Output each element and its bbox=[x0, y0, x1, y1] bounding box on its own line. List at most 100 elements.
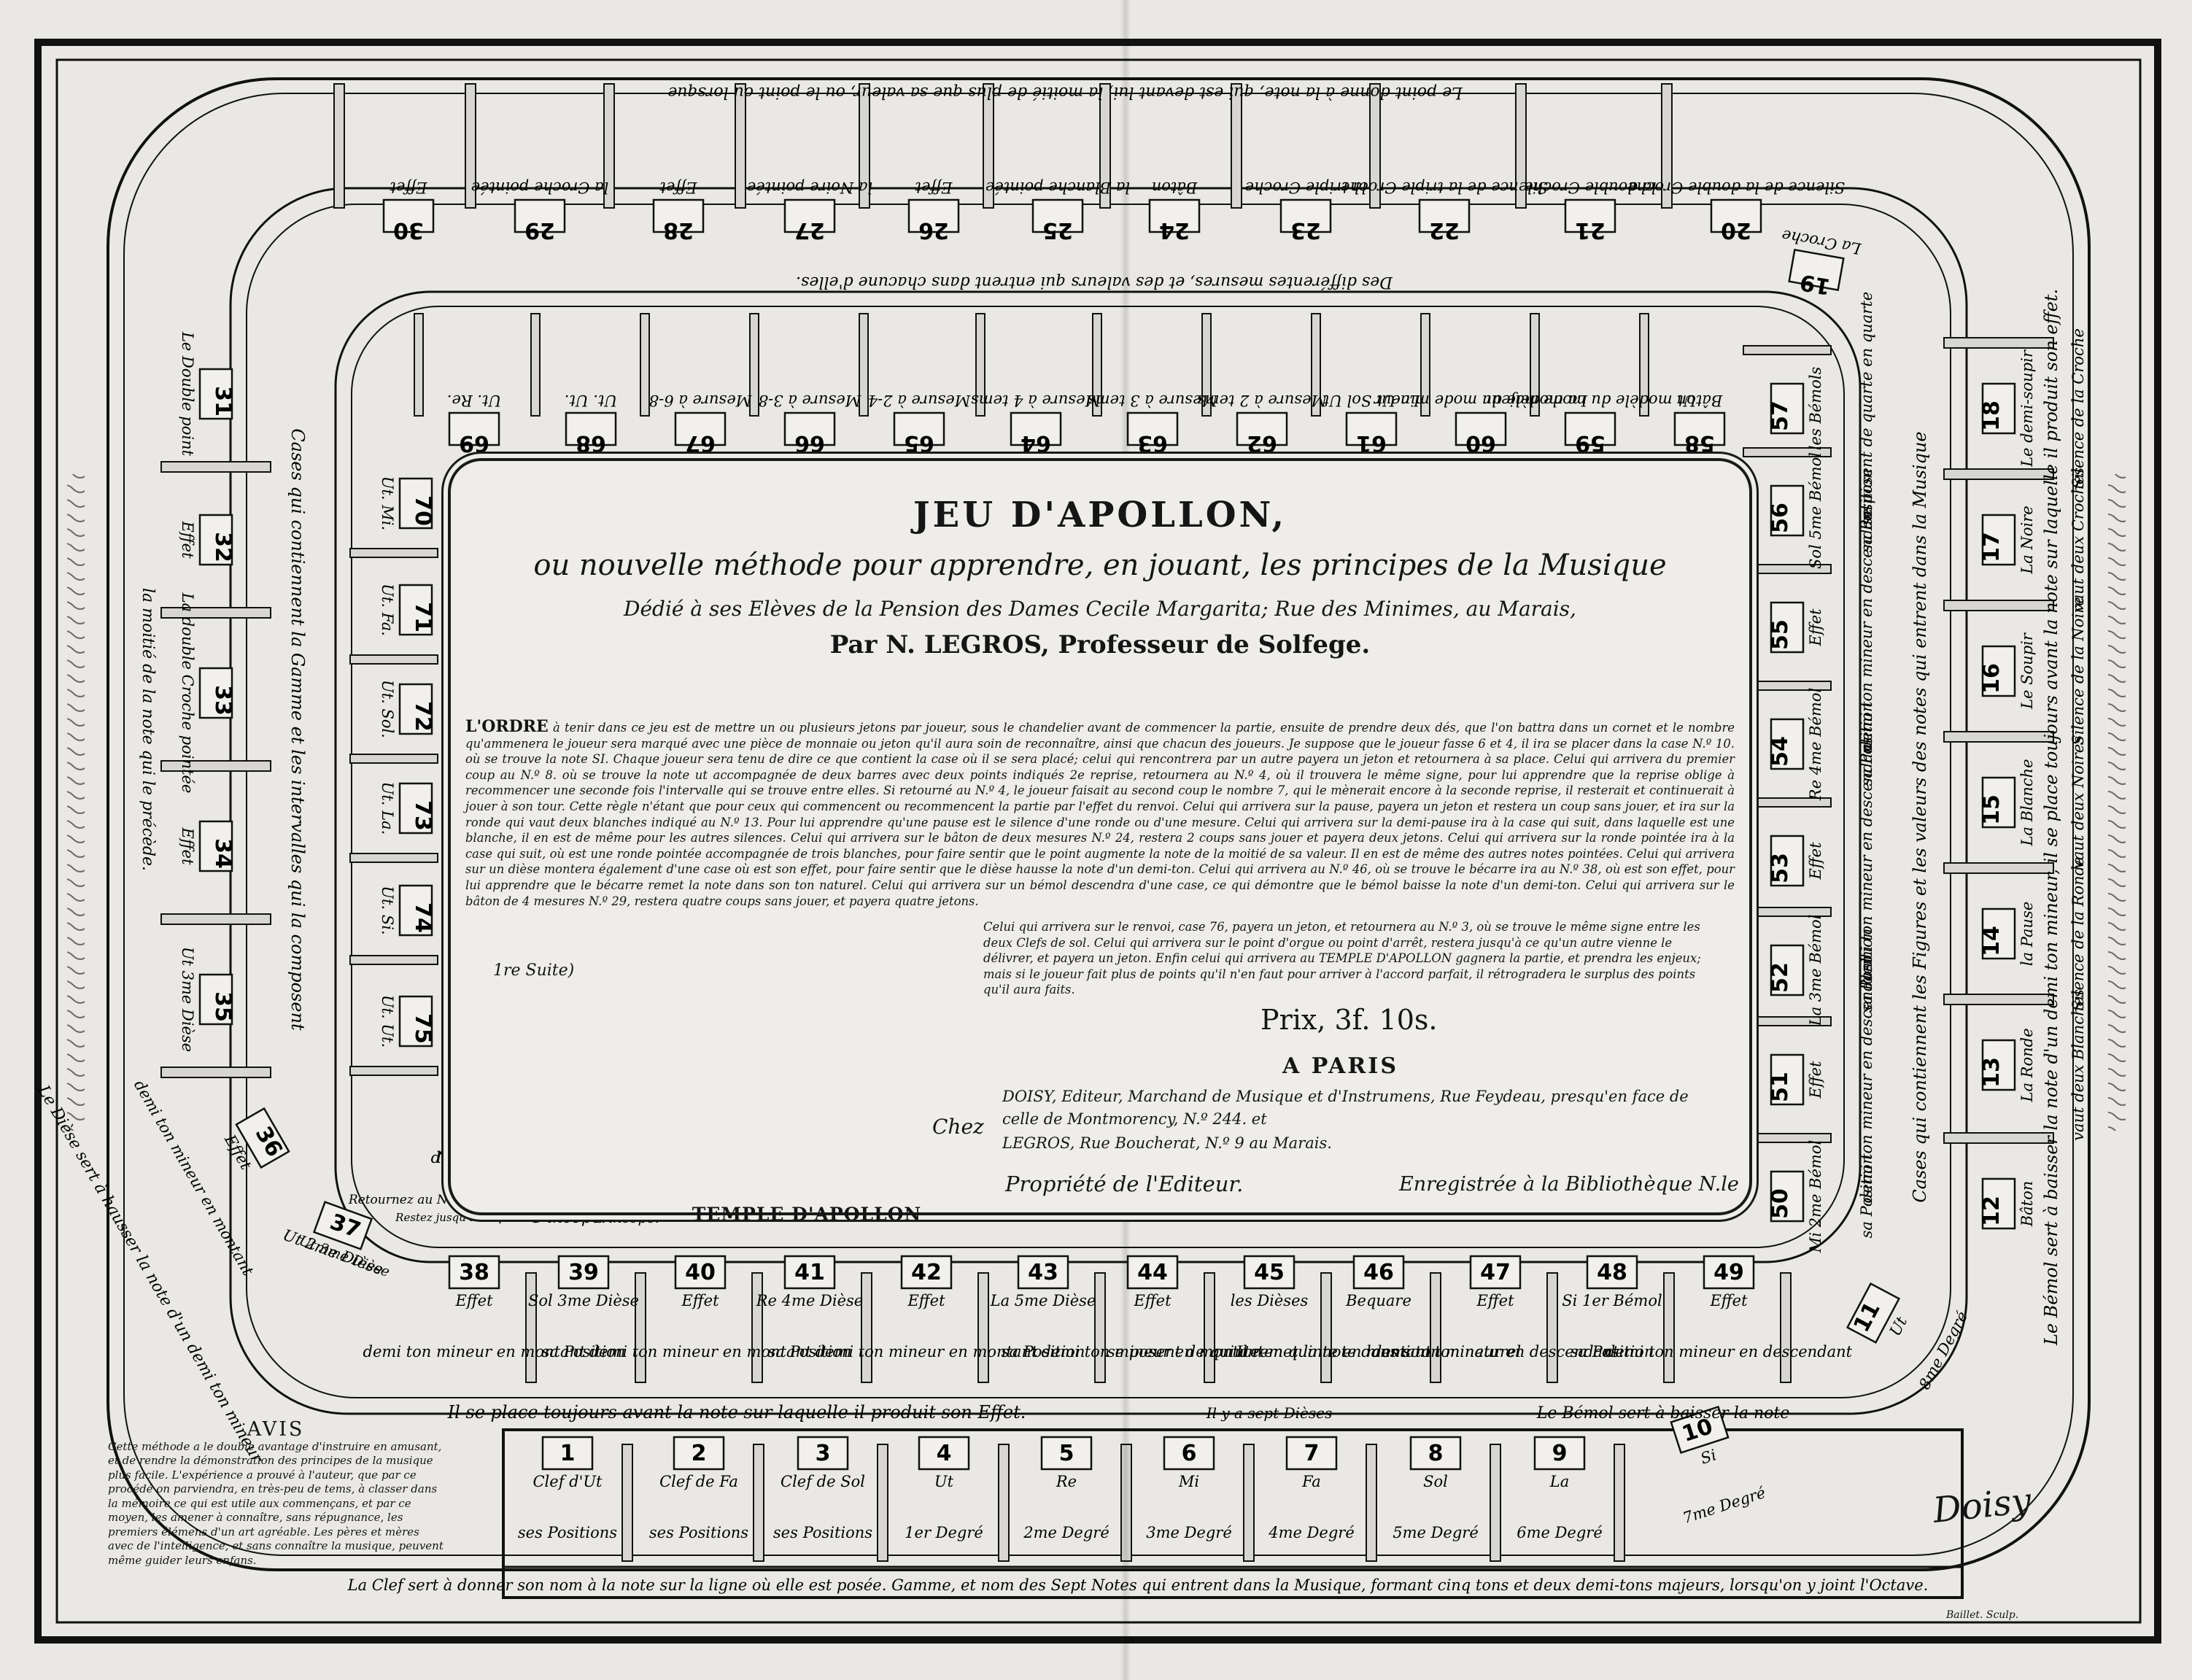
cell-number-box bbox=[1352, 1255, 1405, 1290]
cell-number: 59 bbox=[1575, 430, 1606, 456]
cell-sublabel: sa Position bbox=[1571, 1343, 1654, 1360]
cell-number: 29 bbox=[524, 217, 555, 243]
cell-number: 63 bbox=[1137, 430, 1168, 456]
cell-number-box bbox=[514, 198, 566, 233]
cell-number: 15 bbox=[1979, 794, 2005, 825]
cell-sublabel: Silence de la Noire bbox=[2069, 597, 2087, 745]
cell-number: 54 bbox=[1767, 736, 1793, 767]
cell-sublabel: se posent de quinte en quinte en montant bbox=[1107, 1343, 1432, 1360]
cell-number: 72 bbox=[410, 701, 435, 732]
cell-label: Effet bbox=[1476, 1292, 1514, 1309]
cell-number: 17 bbox=[1979, 532, 2005, 562]
cell-number: 39 bbox=[568, 1260, 599, 1285]
cell-sublabel: ses Positions bbox=[773, 1524, 872, 1541]
cell-number: 74 bbox=[410, 902, 435, 933]
cell-sublabel: sa Position bbox=[768, 1343, 852, 1360]
cell-sublabel: Silence de la Croche bbox=[2069, 328, 2087, 489]
cell-label: Ut. Ut. bbox=[379, 995, 396, 1048]
cell-sublabel: ses Positions bbox=[518, 1524, 617, 1541]
cell-number-box bbox=[1770, 718, 1805, 770]
cell-number-box bbox=[1770, 944, 1805, 996]
cell-number: 34 bbox=[210, 838, 236, 869]
cell-label: Mi bbox=[1178, 1473, 1199, 1490]
cell-sublabel: 6me Degré bbox=[1517, 1524, 1603, 1541]
cell-number: 47 bbox=[1480, 1260, 1511, 1285]
cell-number: 19 bbox=[1798, 268, 1832, 299]
corner-k76: Retournez au N.º 3 bbox=[348, 1193, 468, 1207]
cell-label: Mesure à 6-8 bbox=[649, 392, 752, 409]
cell-label: Bâton bbox=[1152, 179, 1198, 196]
cell-label: Ut. Sol. bbox=[379, 680, 396, 738]
cell-label: Sol bbox=[1423, 1473, 1448, 1490]
cell-label: Clef d'Ut bbox=[532, 1473, 603, 1490]
property-note: Propriété de l'Editeur. bbox=[1005, 1172, 1244, 1196]
cell-number-box bbox=[1770, 835, 1805, 887]
cell-sublabel: demi ton mineur en montant bbox=[589, 1343, 812, 1360]
cell-sublabel: vaut deux Blanches bbox=[2069, 989, 2087, 1141]
cell-label: Mesure à 3-8 bbox=[759, 392, 861, 409]
cell-number: 52 bbox=[1767, 962, 1793, 993]
cell-sublabel: 4me Degré bbox=[1268, 1524, 1355, 1541]
suite-label: 1re Suite) bbox=[493, 961, 575, 980]
cell-number-box bbox=[1564, 198, 1616, 233]
cell-label: Effet bbox=[1133, 1292, 1171, 1309]
cell-number: 46 bbox=[1363, 1260, 1394, 1285]
cell-label: Ut 3me Dièse bbox=[179, 947, 196, 1052]
cell-number-box bbox=[674, 411, 727, 446]
cell-number: 70 bbox=[410, 495, 435, 526]
cell-label: Le demi-soupir bbox=[2018, 349, 2036, 468]
temple-label: TEMPLE D'APOLLON bbox=[692, 1204, 922, 1225]
cell-number-box bbox=[557, 1255, 610, 1290]
cell-label: La 5me Dièse bbox=[990, 1292, 1096, 1309]
cell-label: Ut. Fa. bbox=[379, 584, 396, 636]
cell-label: Effet bbox=[454, 1292, 493, 1309]
cell-label: Si bbox=[1698, 1446, 1718, 1467]
strip-lower-right1: Il y a sept Dièses bbox=[1206, 1404, 1333, 1422]
cell-number: 22 bbox=[1429, 217, 1460, 243]
cell-number: 51 bbox=[1767, 1072, 1793, 1102]
cell-label: Effet bbox=[1807, 842, 1824, 880]
cell-number-box bbox=[382, 198, 435, 233]
strip-lower-right2: Le Bémol sert à baisser la note bbox=[1536, 1404, 1789, 1422]
cell-number-box bbox=[1409, 1436, 1462, 1471]
cell-label: Silence de la triple Croche bbox=[1341, 179, 1548, 196]
cell-sublabel: vaut deux Croches bbox=[2069, 468, 2087, 612]
cell-number-box bbox=[1345, 411, 1398, 446]
cell-number-box bbox=[1010, 411, 1062, 446]
cell-number: 35 bbox=[210, 991, 236, 1022]
cell-sublabel: demi ton mineur en descendant bbox=[1858, 956, 1875, 1203]
cell-number-box bbox=[398, 584, 433, 636]
cell-number-box bbox=[1981, 907, 2016, 960]
cell-sublabel: demi ton mineur en montant bbox=[816, 1343, 1038, 1360]
cell-label: Bequare bbox=[1345, 1292, 1411, 1309]
cell-number-box bbox=[235, 1107, 290, 1169]
cell-number: 58 bbox=[1684, 430, 1715, 456]
cell-label: la Noire pointée bbox=[747, 179, 872, 196]
cell-label: Re bbox=[1056, 1473, 1077, 1490]
